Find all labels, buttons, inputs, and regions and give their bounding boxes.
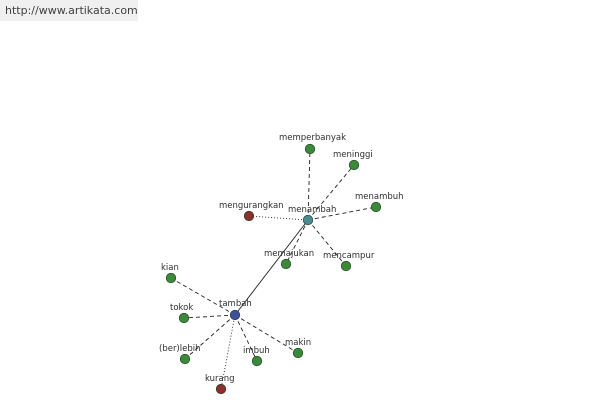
node-tokok[interactable]: tokok (170, 303, 193, 324)
source-url[interactable]: http://www.artikata.com (0, 0, 138, 21)
edge-tambah-tokok (183, 314, 236, 319)
node-label-berlebih: (ber)lebih (159, 344, 201, 354)
node-dot-menambuh[interactable] (370, 201, 382, 213)
node-mencampur[interactable]: mencampur (323, 251, 375, 272)
node-tambah[interactable]: tambah (219, 299, 252, 321)
node-berlebih[interactable]: (ber)lebih (159, 344, 201, 365)
node-memperbanyak[interactable]: memperbanyak (279, 133, 346, 155)
node-label-memajukan: memajukan (264, 249, 314, 259)
edge-tambah-kurang (220, 314, 236, 390)
node-dot-memperbanyak[interactable] (304, 143, 316, 155)
node-dot-memajukan[interactable] (280, 258, 292, 270)
node-dot-meninggi[interactable] (348, 159, 360, 171)
node-label-memperbanyak: memperbanyak (279, 133, 346, 143)
graph-nodes: menambah tambah memperbanyak meninggi menamb… (159, 133, 404, 395)
edge-menambah-mencampur (307, 219, 347, 267)
node-meninggi[interactable]: meninggi (333, 150, 373, 171)
node-dot-mencampur[interactable] (340, 260, 352, 272)
node-dot-berlebih[interactable] (179, 353, 191, 365)
edge-tambah-kian (170, 277, 236, 316)
edge-tambah-menambah (234, 219, 309, 316)
node-makin[interactable]: makin (285, 338, 311, 359)
node-label-tokok: tokok (170, 303, 193, 313)
node-label-menambuh: menambuh (355, 192, 404, 202)
node-dot-mengurangkan[interactable] (243, 210, 255, 222)
node-dot-menambah[interactable] (302, 214, 314, 226)
edge-menambah-menambuh (307, 206, 377, 221)
edge-tambah-imbuh (234, 314, 258, 362)
node-mengurangkan[interactable]: mengurangkan (219, 201, 284, 222)
edge-menambah-mengurangkan (248, 215, 309, 221)
node-menambuh[interactable]: menambuh (355, 192, 404, 213)
node-label-tambah: tambah (219, 299, 252, 309)
node-memajukan[interactable]: memajukan (264, 249, 314, 270)
node-kurang[interactable]: kurang (205, 374, 235, 395)
node-imbuh[interactable]: imbuh (243, 346, 270, 367)
node-dot-tokok[interactable] (178, 312, 190, 324)
edge-menambah-memperbanyak (307, 148, 311, 221)
node-label-kurang: kurang (205, 374, 235, 384)
node-kian[interactable]: kian (161, 263, 179, 284)
node-label-mencampur: mencampur (323, 251, 375, 261)
node-label-meninggi: meninggi (333, 150, 373, 160)
node-label-mengurangkan: mengurangkan (219, 201, 284, 211)
node-menambah[interactable]: menambah (288, 205, 336, 226)
graph-edges (170, 148, 377, 390)
node-label-makin: makin (285, 338, 311, 348)
node-dot-imbuh[interactable] (251, 355, 263, 367)
node-dot-tambah[interactable] (229, 309, 241, 321)
node-label-menambah: menambah (288, 205, 336, 215)
node-label-kian: kian (161, 263, 179, 273)
edge-tambah-makin (234, 314, 299, 354)
node-label-imbuh: imbuh (243, 346, 270, 356)
edge-menambah-meninggi (307, 164, 355, 221)
node-dot-kurang[interactable] (215, 383, 227, 395)
node-dot-kian[interactable] (165, 272, 177, 284)
node-dot-makin[interactable] (292, 347, 304, 359)
edge-menambah-memajukan (285, 219, 309, 265)
